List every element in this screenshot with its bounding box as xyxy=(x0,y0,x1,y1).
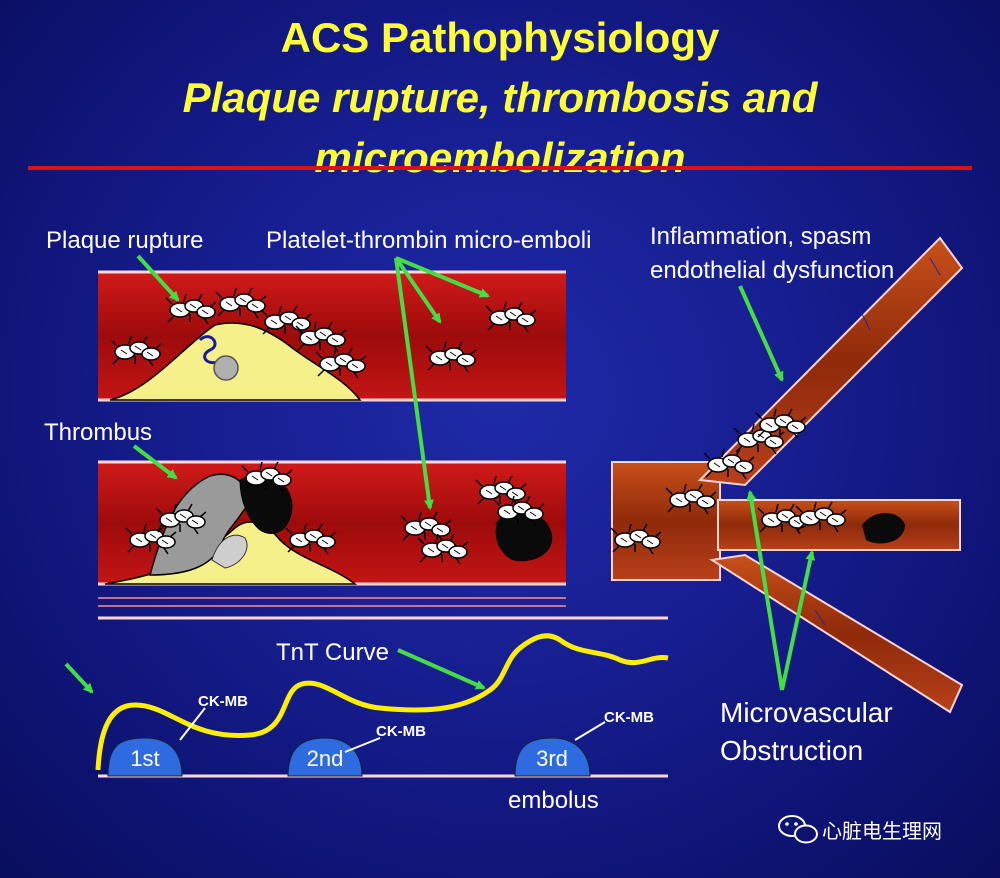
title-line-3: microembolization xyxy=(314,134,685,181)
ckmb-label-1: CK-MB xyxy=(198,693,248,710)
peak-label-2: 2nd xyxy=(307,746,344,771)
ckmb-peak-3 xyxy=(514,737,591,777)
label-platelet-emboli: Platelet-thrombin micro-emboli xyxy=(266,227,591,254)
watermark-text: 心脏电生理网 xyxy=(822,819,942,843)
label-microvascular-1: Microvascular xyxy=(720,697,893,728)
label-tnt-curve: TnT Curve xyxy=(276,639,389,666)
label-inflammation-2: endothelial dysfunction xyxy=(650,257,894,284)
annotation-arrows xyxy=(64,254,816,694)
title-line-1: ACS Pathophysiology xyxy=(281,14,720,61)
label-embolus: embolus xyxy=(508,787,599,814)
title-line-2: Plaque rupture, thrombosis and xyxy=(183,74,819,121)
ckmb-label-3: CK-MB xyxy=(604,709,654,726)
embolus-black xyxy=(495,512,553,562)
peak-label-1: 1st xyxy=(130,746,159,771)
ckmb-peak-1 xyxy=(107,737,183,777)
peak-label-3: 3rd xyxy=(536,746,568,771)
label-plaque-rupture: Plaque rupture xyxy=(46,227,203,254)
label-inflammation-1: Inflammation, spasm xyxy=(650,223,871,250)
tnt-panel xyxy=(95,616,669,778)
label-thrombus: Thrombus xyxy=(44,419,152,446)
tnt-curve xyxy=(95,633,669,771)
ckmb-peak-2 xyxy=(287,737,363,777)
wechat-icon xyxy=(778,815,818,844)
watermark: 心脏电生理网 xyxy=(778,815,942,844)
branching-vessel xyxy=(610,236,964,714)
label-microvascular-2: Obstruction xyxy=(720,735,863,766)
ckmb-label-2: CK-MB xyxy=(376,723,426,740)
vessel-thrombus xyxy=(98,460,566,607)
